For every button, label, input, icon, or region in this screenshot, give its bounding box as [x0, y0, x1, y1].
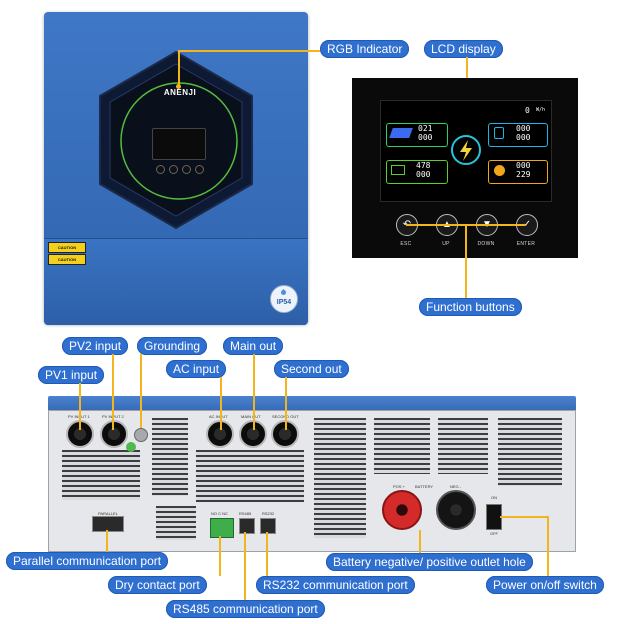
lightning-icon — [460, 140, 472, 161]
callout-grounding: Grounding — [137, 337, 208, 355]
battery-positive-terminal — [382, 490, 422, 530]
rgb-leader-h — [178, 50, 320, 52]
ip54-text: IP54 — [276, 299, 292, 306]
parallel-leader — [106, 530, 108, 552]
callout-function-buttons: Function buttons — [419, 298, 522, 316]
grounding-screw — [134, 428, 148, 442]
mini-button-up[interactable] — [169, 165, 178, 174]
ip54-badge: IP54 — [270, 285, 298, 313]
vent-center-right — [438, 418, 488, 474]
callout-pv2-input: PV2 input — [62, 337, 129, 355]
lcd-center-ring — [451, 135, 481, 165]
vent-lower-left — [62, 450, 140, 500]
callout-lcd-display: LCD display — [424, 40, 503, 58]
grounding-icon — [126, 442, 136, 452]
down-label: DOWN — [477, 241, 495, 247]
pv2-port — [100, 420, 128, 448]
callout-power-switch: Power on/off switch — [486, 576, 604, 594]
bottom-panel-top-strip — [48, 396, 576, 412]
grounding-leader — [140, 354, 142, 428]
main-out-leader — [253, 354, 255, 430]
callout-parallel-port: Parallel communication port — [6, 552, 169, 570]
switch-leader-h — [500, 516, 548, 518]
dry-contact-leader — [219, 536, 221, 576]
rs485-leader — [244, 532, 246, 602]
lcd-top-right-unit: W/h — [536, 107, 546, 113]
mini-button-esc[interactable] — [156, 165, 165, 174]
callout-rs485-port: RS485 communication port — [166, 600, 325, 618]
callout-rs232-port: RS232 communication port — [256, 576, 415, 594]
switch-on-label: ON — [491, 495, 497, 500]
rs485-label: RS485 — [239, 511, 252, 516]
lcd-leader — [466, 57, 468, 79]
callout-rgb-indicator: RGB Indicator — [320, 40, 410, 58]
caution-sticker-1: CAUTION — [48, 242, 86, 253]
enter-label: ENTER — [516, 241, 536, 247]
parallel-label: PARALLEL — [98, 511, 118, 516]
ac-input-port-label: AC INPUT — [209, 414, 228, 419]
pv1-leader — [79, 383, 81, 430]
lcd-grid-box — [488, 123, 548, 147]
dry-contact-port — [210, 518, 234, 538]
lcd-pv-value-1: 021 — [418, 124, 433, 133]
battery-label: BATTERY — [415, 484, 434, 489]
rs232-leader — [266, 532, 268, 576]
mini-button-down[interactable] — [182, 165, 191, 174]
lcd-grid-value-1: 000 — [516, 124, 531, 133]
vent-center-left — [314, 418, 366, 538]
rgb-indicator-dot — [176, 84, 181, 89]
brand-logo: ANENJI — [163, 88, 197, 97]
vent-right — [498, 418, 562, 486]
parallel-port — [92, 516, 124, 532]
rs232-port — [260, 518, 276, 534]
callout-pv1-input: PV1 input — [38, 366, 105, 384]
battery-negative-terminal — [436, 490, 476, 530]
lcd-battery-value-2: 000 — [416, 170, 431, 179]
switch-leader-v — [547, 516, 549, 576]
lcd-load-value-1: 000 — [516, 161, 531, 170]
callout-ac-input: AC input — [166, 360, 227, 378]
vent-lower-mid — [196, 450, 304, 502]
lcd-load-box — [488, 160, 548, 184]
vent-center — [374, 418, 430, 474]
rs485-port — [239, 518, 255, 534]
battery-icon — [391, 165, 405, 175]
rgb-leader-v — [178, 51, 180, 86]
callout-battery-outlet: Battery negative/ positive outlet hole — [326, 553, 533, 571]
vent-left — [152, 418, 188, 496]
lcd-pv-box — [386, 123, 448, 147]
lcd-load-value-2: 229 — [516, 170, 531, 179]
lcd-pv-value-2: 000 — [418, 133, 433, 142]
lcd-top-right-value: 0 — [525, 106, 530, 115]
pv1-port-label: PV INPUT 1 — [68, 414, 90, 419]
up-label: UP — [442, 241, 450, 247]
mini-button-enter[interactable] — [195, 165, 204, 174]
battery-neg-label: NEG - — [450, 484, 462, 489]
load-icon — [494, 165, 505, 176]
caution-sticker-2: CAUTION — [48, 254, 86, 265]
dry-contact-label: NO C NC — [211, 511, 228, 516]
main-out-port-label: MAIN OUT — [241, 414, 261, 419]
callout-dry-contact-port: Dry contact port — [108, 576, 207, 594]
callout-main-out: Main out — [223, 337, 284, 355]
grid-tower-icon — [494, 127, 504, 139]
buttons-leader-v — [465, 225, 467, 299]
battery-pos-label: POS + — [393, 484, 405, 489]
second-out-leader — [285, 377, 287, 430]
pv2-leader — [112, 354, 114, 430]
callout-second-out: Second out — [274, 360, 349, 378]
battery-leader — [419, 530, 421, 554]
vent-bottom-left — [156, 506, 196, 540]
lcd-battery-box — [386, 160, 448, 184]
ac-input-leader — [220, 377, 222, 430]
lcd-grid-value-2: 000 — [516, 133, 531, 142]
switch-off-label: OFF — [490, 531, 498, 536]
inverter-front-lower — [44, 238, 308, 325]
mini-lcd — [152, 128, 206, 160]
lcd-battery-value-1: 478 — [416, 161, 431, 170]
rs232-label: RS232 — [262, 511, 275, 516]
esc-label: ESC — [400, 241, 412, 247]
